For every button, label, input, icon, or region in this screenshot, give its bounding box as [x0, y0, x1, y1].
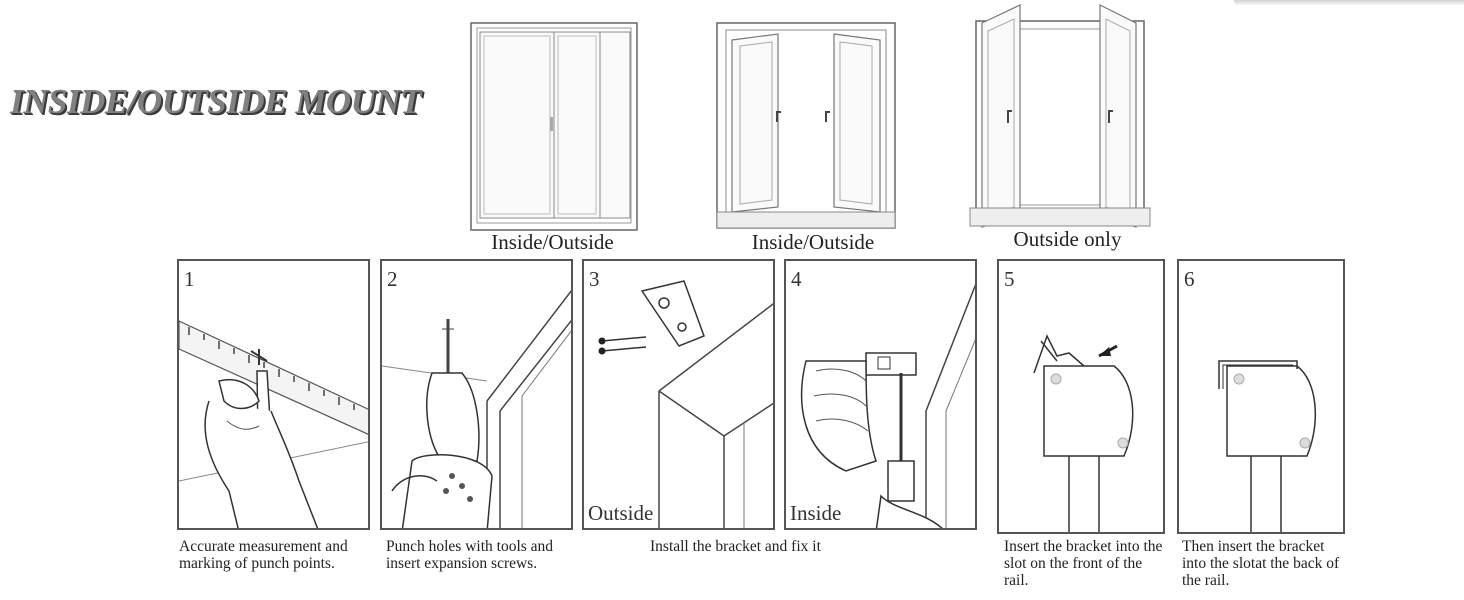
step-number-2: 2 — [387, 267, 398, 291]
rail-bracket-back-icon — [1218, 360, 1316, 532]
step-number-3: 3 — [589, 267, 600, 291]
step-panel-5: 5 — [997, 259, 1165, 534]
drill-icon — [382, 289, 571, 528]
window-caption-2: Inside/Outside — [751, 230, 875, 254]
step-panel-3: 3 Outside — [582, 259, 775, 530]
window-caption-1: Inside/Outside — [491, 230, 614, 254]
top-right-shadow — [1234, 0, 1464, 6]
step-caption-3-4: Install the bracket and fix it — [650, 538, 821, 555]
step-panel-2: 2 — [380, 259, 573, 530]
step-number-4: 4 — [791, 267, 802, 291]
bracket-screws-icon — [598, 280, 773, 528]
step-caption-5: Insert the bracket into the slot on the … — [1004, 538, 1163, 589]
page-title: INSIDE/OUTSIDE MOUNT — [10, 82, 422, 121]
step-panel-4: 4 Inside — [784, 259, 977, 530]
step-caption-6: Then insert the bracket into the slotat … — [1182, 538, 1340, 589]
screwdriver-bracket-icon — [800, 284, 975, 528]
step-panel-6: 6 — [1177, 259, 1345, 534]
rail-bracket-front-icon — [1033, 334, 1134, 532]
step-label-3: Outside — [588, 501, 654, 525]
step-number-6: 6 — [1184, 267, 1195, 291]
step-caption-1: Accurate measurement and marking of punc… — [179, 538, 348, 572]
window-caption-3: Outside only — [1013, 227, 1122, 251]
casement-window-open-inward-icon — [716, 22, 896, 232]
sliding-window-icon — [470, 22, 638, 232]
step-caption-2: Punch holes with tools and insert expans… — [386, 538, 554, 572]
step-panel-1: 1 — [177, 259, 370, 530]
casement-window-open-outward-icon — [968, 3, 1152, 233]
step-number-5: 5 — [1004, 267, 1015, 291]
step-number-1: 1 — [184, 267, 195, 291]
ruler-pencil-marking-icon — [179, 320, 368, 528]
step-label-4: Inside — [790, 501, 842, 525]
